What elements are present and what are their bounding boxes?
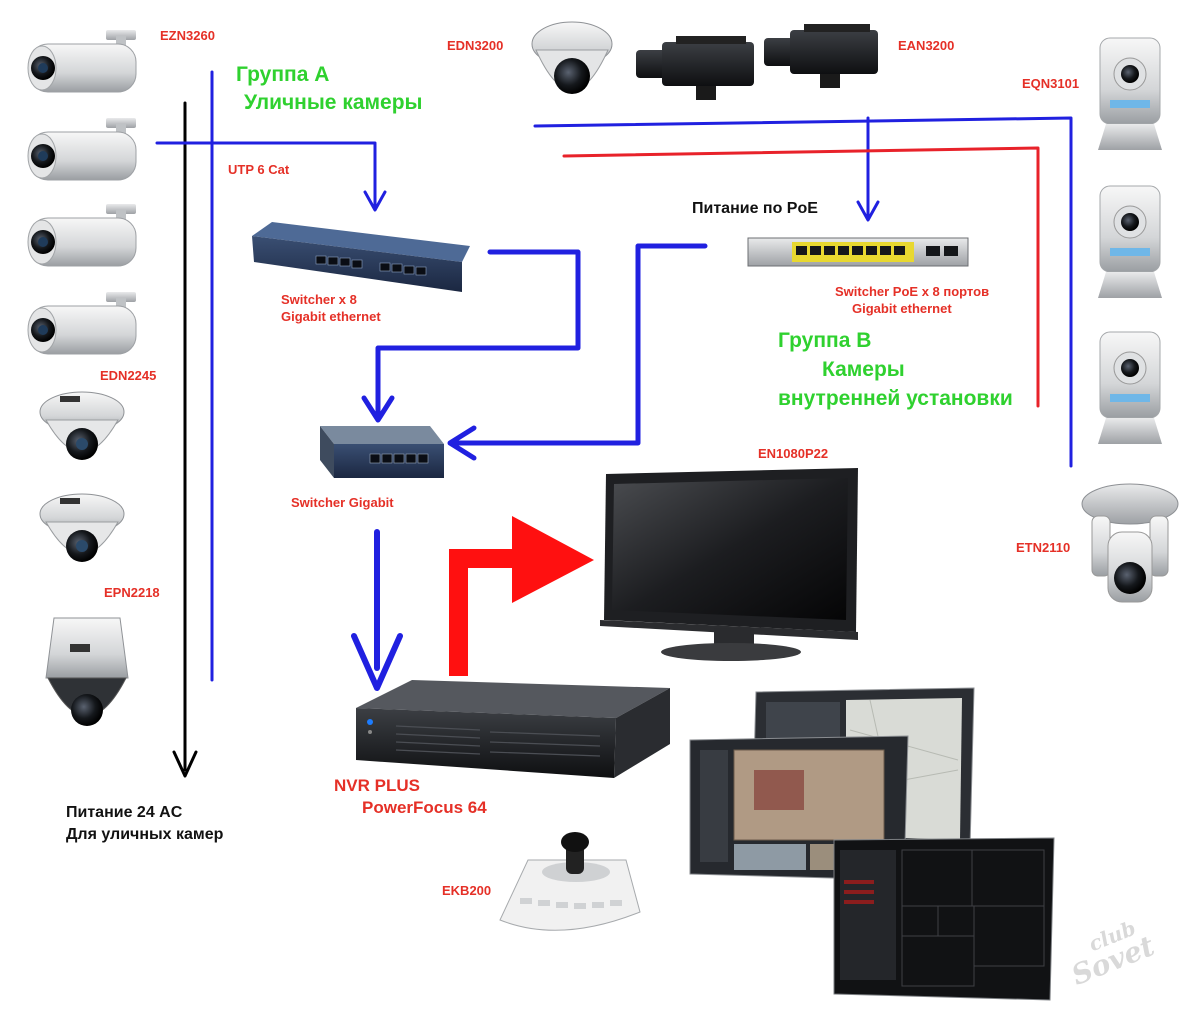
bullet-camera-icon xyxy=(27,204,137,267)
group-a-subtitle: Уличные камеры xyxy=(244,91,423,114)
label-poe-switch-gigabit: Gigabit ethernet xyxy=(852,301,952,316)
label-etn2110: ETN2110 xyxy=(1016,540,1071,555)
dome-camera-icon xyxy=(39,391,125,460)
label-switch-8: Switcher x 8 xyxy=(281,292,357,307)
label-utp-cable: UTP 6 Cat xyxy=(228,162,290,177)
dome-camera-icon xyxy=(39,493,125,562)
gigabit-to-nvr-arrowhead xyxy=(351,633,403,691)
nvr-to-monitor-arrow xyxy=(449,516,594,676)
poe-to-gigabit-arrowhead xyxy=(447,425,477,461)
label-ac-power-note: Для уличных камер xyxy=(66,826,224,843)
label-monitor: EN1080P22 xyxy=(758,446,829,461)
label-eqn3101: EQN3101 xyxy=(1022,76,1080,91)
indoor-bus-line xyxy=(533,116,1073,468)
bullet-camera-icon xyxy=(27,292,137,355)
label-poe-switch: Switcher PoE x 8 портов xyxy=(835,284,990,299)
label-ean3200: EAN3200 xyxy=(898,38,955,53)
cube-camera-icon xyxy=(1098,37,1162,150)
indoor-cameras xyxy=(1081,37,1179,603)
bullet-camera-icon xyxy=(27,118,137,181)
switch8-to-gigabit-arrowhead xyxy=(361,395,395,423)
utp-line xyxy=(155,141,377,210)
utp-arrowhead xyxy=(363,190,387,212)
label-nvr-model: PowerFocus 64 xyxy=(362,798,487,817)
ac-power-arrowhead xyxy=(172,750,198,778)
switch8-to-gigabit-line xyxy=(375,249,581,421)
gigabit-switch-icon xyxy=(320,426,444,478)
label-edn3200: EDN3200 xyxy=(447,38,504,53)
label-nvr: NVR PLUS xyxy=(334,776,420,795)
ptz-camera-icon xyxy=(1081,483,1179,603)
label-keyboard: EKB200 xyxy=(442,883,492,898)
label-ac-power: Питание 24 AC xyxy=(66,804,183,821)
network-lines xyxy=(155,70,1073,778)
software-screens xyxy=(689,687,1055,1001)
poe-power-line xyxy=(562,146,1040,408)
outdoor-cameras xyxy=(27,30,137,726)
cube-camera-icon xyxy=(1098,331,1162,444)
label-gigabit-switch: Switcher Gigabit xyxy=(291,495,394,510)
label-epn2218: EPN2218 xyxy=(104,585,160,600)
group-b-title: Группа В xyxy=(778,329,872,352)
box-camera-icon xyxy=(636,36,754,100)
label-switch-8-gigabit: Gigabit ethernet xyxy=(281,309,381,324)
label-ezn3260: EZN3260 xyxy=(160,28,215,43)
joystick-keyboard-icon xyxy=(499,832,641,931)
label-poe-power: Питание по PoE xyxy=(692,200,818,217)
poe-to-gigabit-line xyxy=(449,243,708,446)
poe-switch-icon xyxy=(747,237,969,267)
label-edn2245: EDN2245 xyxy=(100,368,157,383)
cube-camera-icon xyxy=(1098,185,1162,298)
ceiling-cameras xyxy=(531,21,878,100)
group-b-subtitle: Камеры xyxy=(822,358,905,381)
group-a-title: Группа А xyxy=(236,63,330,86)
speed-dome-camera-icon xyxy=(45,617,129,726)
dome-camera-icon xyxy=(531,21,613,94)
box-camera-icon xyxy=(764,24,878,88)
group-b-subtitle-2: внутренней установки xyxy=(778,387,1013,410)
ceiling-to-poe-arrowhead xyxy=(856,200,880,222)
monitor-icon xyxy=(600,468,858,661)
switch-8-port-icon xyxy=(252,222,470,292)
bullet-camera-icon xyxy=(27,30,137,93)
nvr-icon xyxy=(356,680,670,778)
